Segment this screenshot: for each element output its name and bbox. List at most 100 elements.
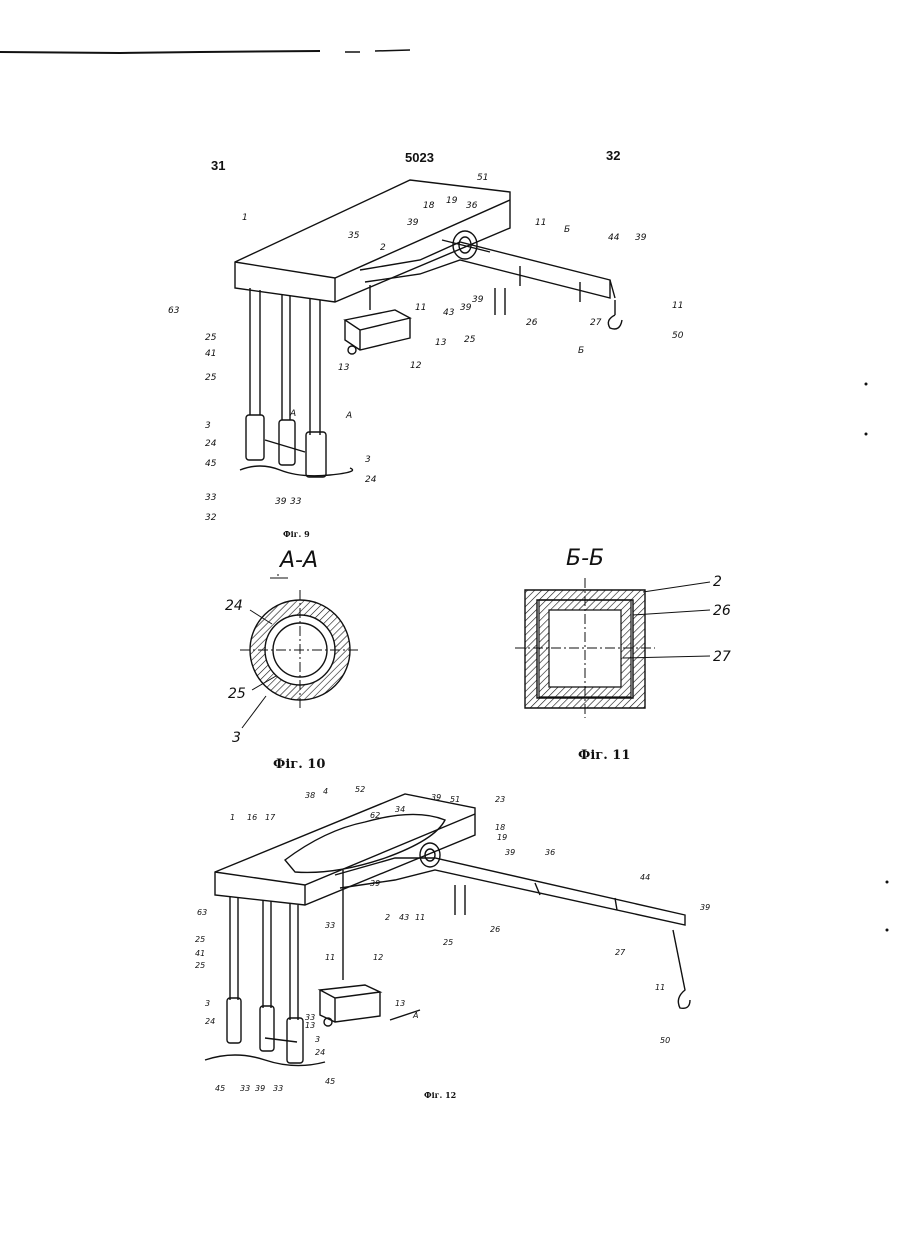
svg-text:33: 33	[240, 1084, 250, 1093]
svg-text:43: 43	[443, 308, 455, 318]
svg-text:11: 11	[655, 983, 665, 992]
svg-text:33: 33	[205, 493, 217, 503]
svg-text:1: 1	[230, 813, 235, 822]
svg-text:12: 12	[410, 361, 422, 371]
svg-text:3: 3	[315, 1035, 320, 1044]
svg-text:41: 41	[195, 949, 205, 958]
svg-text:11: 11	[672, 301, 683, 311]
svg-text:33: 33	[290, 497, 302, 507]
svg-text:11: 11	[535, 218, 546, 228]
svg-text:2: 2	[385, 913, 390, 922]
svg-text:39: 39	[255, 1084, 265, 1093]
svg-text:39: 39	[505, 848, 515, 857]
svg-text:50: 50	[672, 331, 684, 341]
svg-text:39: 39	[370, 879, 380, 888]
svg-text:25: 25	[228, 686, 246, 702]
figure-11-drawing: 2 26 27	[505, 570, 765, 730]
svg-text:1: 1	[242, 213, 248, 223]
figure-11-caption: Фіг. 11	[578, 748, 630, 763]
svg-text:39: 39	[700, 903, 710, 912]
figure-10-drawing: 24 25 3	[200, 570, 380, 750]
svg-text:13: 13	[395, 999, 405, 1008]
svg-text:25: 25	[195, 961, 205, 970]
svg-text:51: 51	[477, 173, 488, 183]
svg-text:38: 38	[305, 791, 315, 800]
svg-text:12: 12	[373, 953, 383, 962]
svg-text:3: 3	[205, 999, 210, 1008]
svg-text:26: 26	[526, 318, 538, 328]
svg-text:39: 39	[635, 233, 647, 243]
svg-text:39: 39	[431, 793, 441, 802]
svg-text:19: 19	[497, 833, 507, 842]
svg-text:27: 27	[590, 318, 602, 328]
svg-text:3: 3	[205, 421, 211, 431]
svg-text:39: 39	[407, 218, 419, 228]
svg-text:4: 4	[323, 787, 328, 796]
svg-text:62: 62	[370, 811, 380, 820]
svg-text:63: 63	[168, 306, 180, 316]
svg-text:50: 50	[660, 1036, 670, 1045]
svg-text:36: 36	[466, 201, 478, 211]
load-block	[345, 310, 410, 350]
svg-text:A: A	[289, 409, 296, 419]
svg-text:45: 45	[325, 1077, 335, 1086]
svg-text:33: 33	[273, 1084, 283, 1093]
figure-12-caption: Фіг. 12	[424, 1090, 456, 1100]
svg-text:25: 25	[464, 335, 476, 345]
svg-text:Б: Б	[578, 346, 584, 356]
figure-9-drawing: 1 51 35 2 39 18 19 36 11 Б 44 39 63 43 3…	[160, 170, 720, 530]
load-block-12	[320, 985, 380, 1022]
svg-text:26: 26	[490, 925, 500, 934]
svg-text:33: 33	[305, 1013, 315, 1022]
column-left	[250, 288, 260, 415]
svg-text:39: 39	[275, 497, 287, 507]
svg-text:39: 39	[472, 295, 484, 305]
svg-text:24: 24	[225, 598, 243, 614]
svg-text:44: 44	[640, 873, 650, 882]
svg-text:2: 2	[380, 243, 386, 253]
svg-text:25: 25	[205, 333, 217, 343]
svg-text:45: 45	[215, 1084, 225, 1093]
figure-12-drawing: 1 16 17 38 4 52 39 51 62 34 23 18 19 39 …	[185, 780, 725, 1100]
slab-body-12	[215, 794, 475, 905]
svg-text:41: 41	[205, 349, 216, 359]
svg-text:2: 2	[713, 574, 722, 590]
svg-text:18: 18	[495, 823, 505, 832]
svg-text:16: 16	[247, 813, 257, 822]
svg-text:63: 63	[197, 908, 207, 917]
svg-text:43: 43	[399, 913, 409, 922]
svg-text:11: 11	[415, 913, 425, 922]
page-number-right: 32	[606, 148, 620, 163]
svg-text:24: 24	[205, 1017, 215, 1026]
margin-specks	[860, 370, 900, 950]
svg-text:17: 17	[265, 813, 276, 822]
svg-text:Б: Б	[564, 225, 570, 235]
svg-text:24: 24	[205, 439, 217, 449]
svg-text:18: 18	[423, 201, 435, 211]
svg-text:25: 25	[195, 935, 205, 944]
svg-text:A: A	[345, 411, 352, 421]
svg-text:36: 36	[545, 848, 555, 857]
svg-text:3: 3	[365, 455, 371, 465]
svg-text:25: 25	[205, 373, 217, 383]
patent-number: 5023	[405, 150, 434, 165]
svg-text:32: 32	[205, 513, 217, 523]
svg-text:45: 45	[205, 459, 217, 469]
svg-text:24: 24	[315, 1048, 325, 1057]
svg-text:27: 27	[615, 948, 626, 957]
svg-text:11: 11	[325, 953, 335, 962]
column-right	[310, 298, 320, 435]
svg-text:A: A	[412, 1011, 418, 1020]
svg-text:27: 27	[713, 649, 731, 665]
svg-text:3: 3	[232, 730, 241, 746]
svg-text:13: 13	[305, 1021, 315, 1030]
svg-text:11: 11	[415, 303, 426, 313]
svg-text:34: 34	[395, 805, 405, 814]
svg-text:26: 26	[713, 603, 731, 619]
svg-text:25: 25	[443, 938, 453, 947]
svg-text:39: 39	[460, 303, 472, 313]
svg-text:13: 13	[338, 363, 350, 373]
svg-text:44: 44	[608, 233, 620, 243]
figure-10-caption: Фіг. 10	[273, 757, 325, 772]
